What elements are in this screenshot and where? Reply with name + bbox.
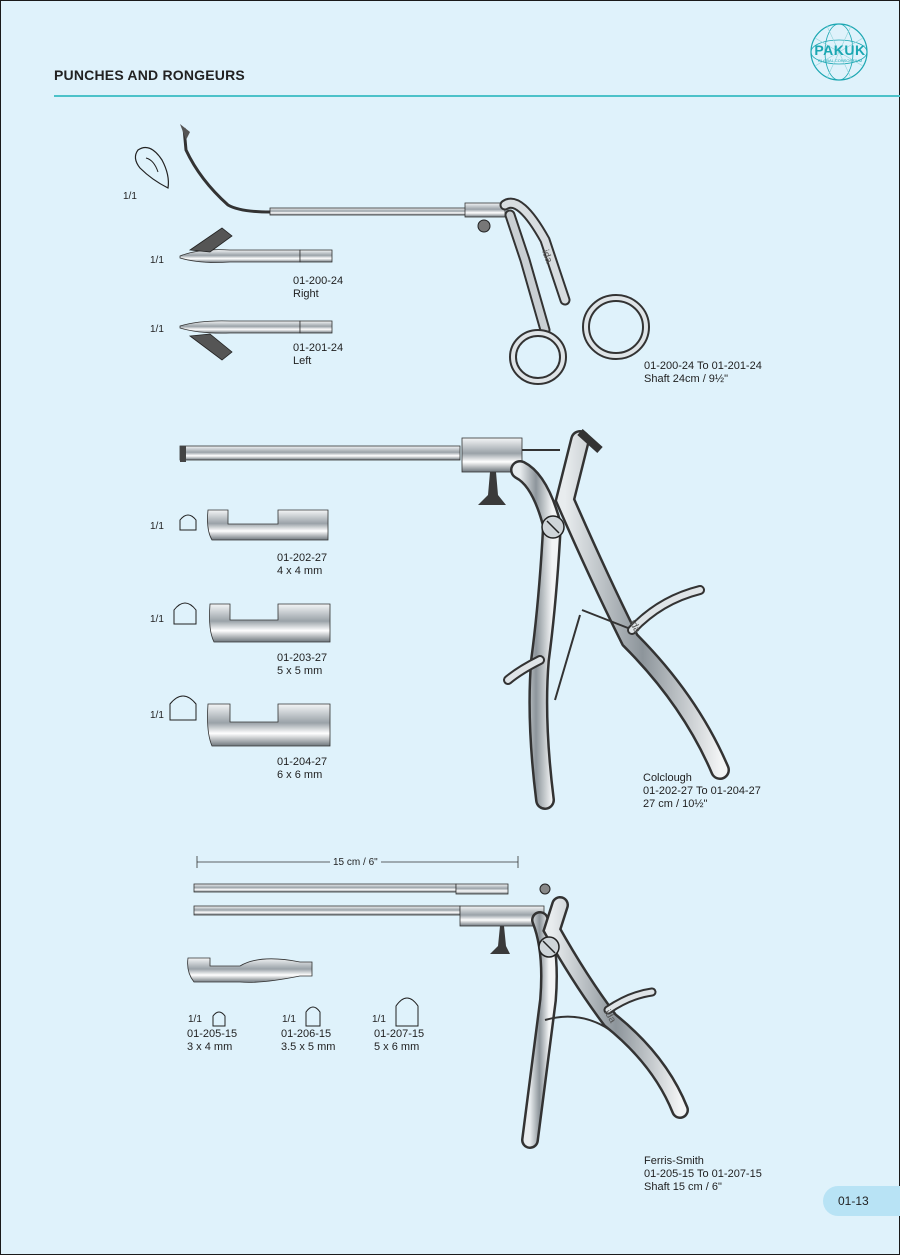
product-range: 01-200-24 To 01-201-24 <box>644 360 762 372</box>
product-code: 01-202-27 <box>277 552 328 564</box>
product-code: 01-206-15 <box>281 1028 332 1040</box>
dimension-label: 15 cm / 6" <box>330 856 381 869</box>
ferris-smith-tip-detail <box>187 957 313 983</box>
scale-label: 1/1 <box>150 614 164 625</box>
product-range: 01-202-27 To 01-204-27 <box>643 785 761 797</box>
scale-label: 1/1 <box>282 1014 296 1025</box>
cross-section-6x6-icon <box>169 695 197 721</box>
product-code: 01-205-15 <box>187 1028 238 1040</box>
product-shaft: Shaft 24cm / 9½" <box>644 373 729 385</box>
scale-label: 1/1 <box>188 1014 202 1025</box>
cross-section-3-5x5-icon <box>305 1006 321 1027</box>
logo-tagline: GLOBAL CONSORTIUM <box>817 58 863 63</box>
product-size: 4 x 4 mm <box>277 565 323 577</box>
colclough-tip-4x4 <box>207 509 329 541</box>
product-shaft: Shaft 15 cm / 6" <box>644 1181 722 1193</box>
cross-section-5x5-icon <box>173 602 197 625</box>
product-size: 5 x 5 mm <box>277 665 323 677</box>
scale-label: 1/1 <box>150 324 164 335</box>
product-code: 01-207-15 <box>374 1028 425 1040</box>
page-number: 01-13 <box>838 1194 869 1208</box>
page-number-badge <box>823 1186 900 1216</box>
cross-section-5x6-icon <box>395 997 419 1027</box>
pakuk-globe-logo-icon <box>810 23 868 81</box>
micro-punch-instrument <box>134 124 650 385</box>
product-code: 01-204-27 <box>277 756 328 768</box>
scale-label: 1/1 <box>123 191 137 202</box>
product-size: 3.5 x 5 mm <box>281 1041 336 1053</box>
cross-section-3x4-icon <box>212 1011 226 1027</box>
colclough-rongeur-instrument <box>179 429 730 810</box>
product-variant: Left <box>293 355 312 367</box>
scale-label: 1/1 <box>150 710 164 721</box>
product-variant: Right <box>293 288 319 300</box>
colclough-tip-6x6 <box>207 703 331 747</box>
product-length: 27 cm / 10½" <box>643 798 708 810</box>
ferris-smith-rongeur-instrument <box>193 883 689 1149</box>
scale-label: 1/1 <box>150 255 164 266</box>
left-jaw-detail <box>179 320 333 361</box>
cross-section-4x4-icon <box>179 514 197 531</box>
scale-label: 1/1 <box>372 1014 386 1025</box>
product-size: 5 x 6 mm <box>374 1041 420 1053</box>
product-range: 01-205-15 To 01-207-15 <box>644 1168 762 1180</box>
logo-name: PAKUK <box>814 42 866 58</box>
product-size: 3 x 4 mm <box>187 1041 233 1053</box>
product-code: 01-203-27 <box>277 652 328 664</box>
right-jaw-detail <box>179 227 333 263</box>
scale-label: 1/1 <box>150 521 164 532</box>
page-title: PUNCHES AND RONGEURS <box>54 67 245 83</box>
header-divider <box>54 95 900 97</box>
product-name: Colclough <box>643 772 692 784</box>
colclough-tip-5x5 <box>209 603 331 643</box>
product-code: 01-200-24 <box>293 275 344 287</box>
product-code: 01-201-24 <box>293 342 344 354</box>
product-size: 6 x 6 mm <box>277 769 323 781</box>
product-name: Ferris-Smith <box>644 1155 704 1167</box>
